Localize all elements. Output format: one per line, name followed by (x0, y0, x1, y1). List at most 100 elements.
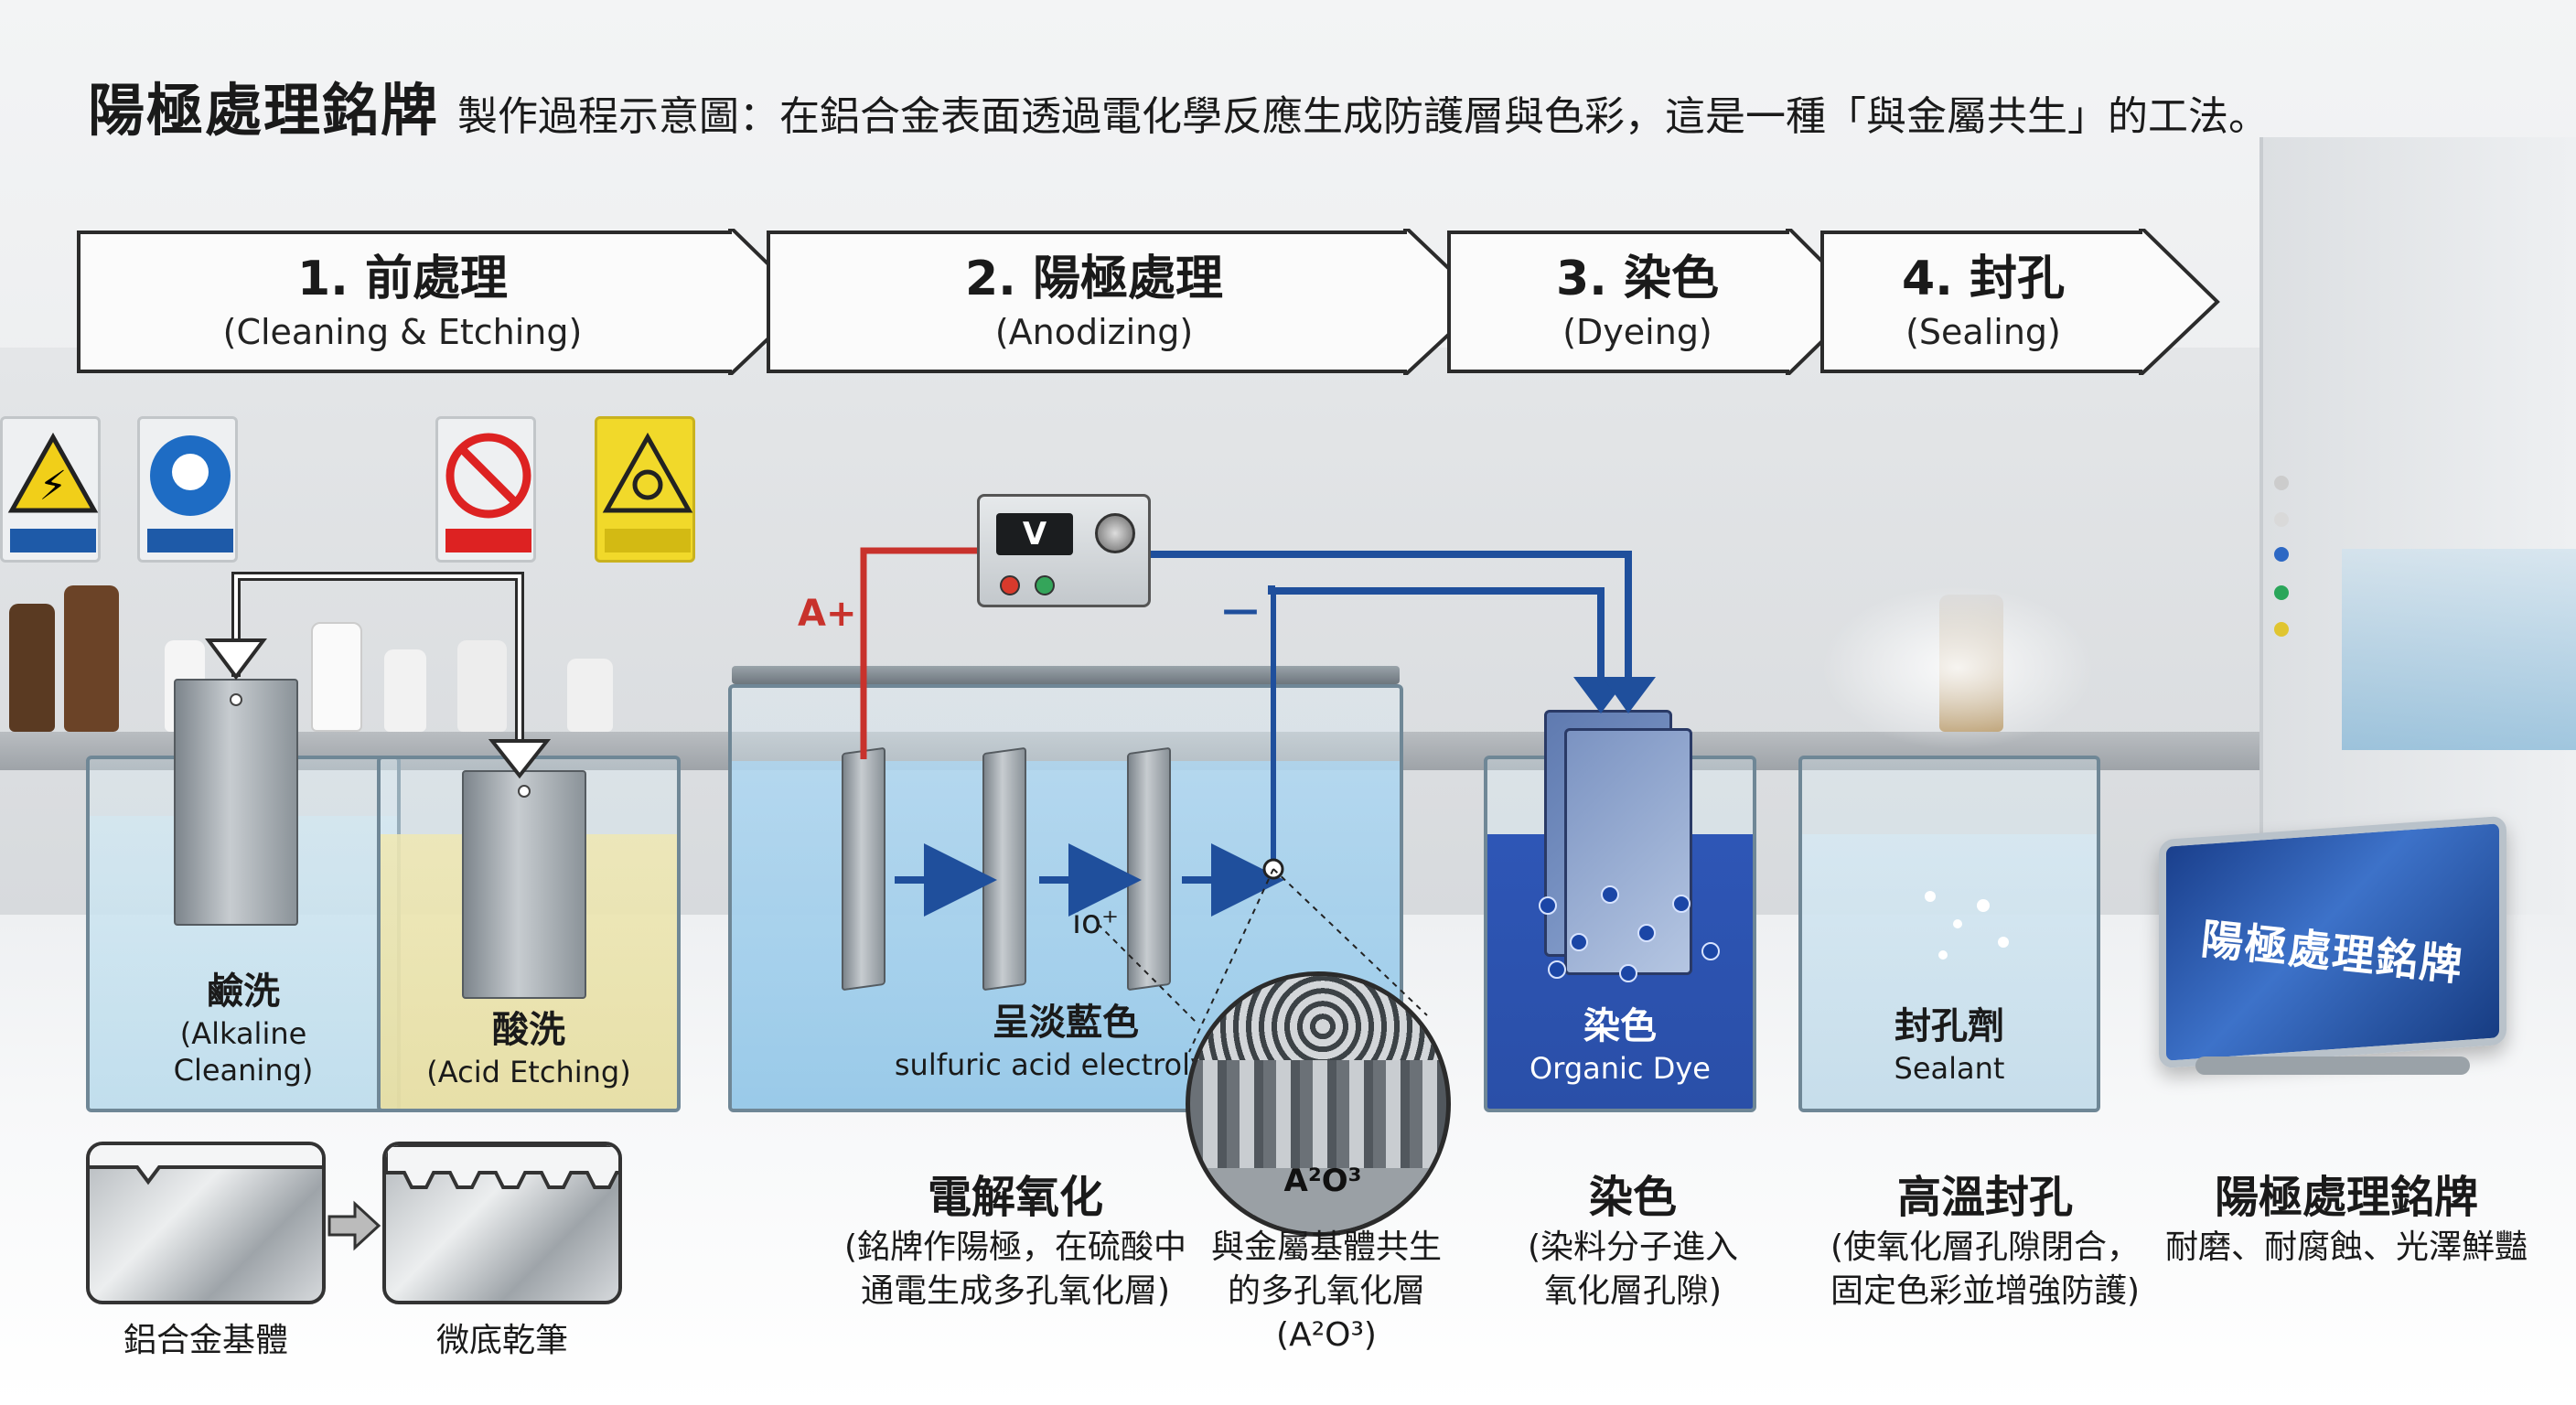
step-subtitle: (Cleaning & Etching) (222, 312, 583, 352)
ppe-sign (137, 416, 238, 563)
sealant-bubble (1977, 899, 1990, 912)
sealant-liquid (1802, 834, 2097, 1109)
fume-hood-cabinet (2259, 137, 2576, 933)
transfer-arrow-head (488, 739, 552, 779)
sample-label: 微底乾筆 (435, 1322, 568, 1359)
caption-line: 氧化層孔隙) (1543, 1272, 1723, 1310)
dye-molecule (1701, 942, 1720, 960)
caption-line: (銘牌作陽極，在硫酸中 (843, 1228, 1187, 1266)
plate-hole (518, 785, 531, 798)
etched-sample (382, 1142, 622, 1304)
caption-line: (染料分子進入 (1527, 1228, 1739, 1266)
step-title: 2. 陽極處理 (964, 252, 1224, 306)
tank-label-zh: 酸洗 (492, 1009, 565, 1051)
reagent-bottle (457, 640, 507, 732)
zoom-guide (1188, 868, 1274, 1053)
reagent-bottle (311, 622, 362, 732)
indicator-light (2274, 512, 2289, 527)
workpiece-plate (462, 770, 586, 999)
reagent-bottle (9, 604, 55, 732)
biohazard-sign (595, 416, 695, 563)
caption-porous-layer: 與金屬基體共生 的多孔氧化層 (A²O³) (1189, 1226, 1464, 1357)
plate-hole (230, 693, 242, 706)
step-subtitle: (Anodizing) (994, 312, 1194, 352)
indicator-light (2274, 585, 2289, 600)
tank-label-en: Cleaning) (173, 1053, 314, 1088)
title-main: 陽極處理銘牌 (88, 77, 440, 144)
reagent-bottle (64, 585, 119, 732)
process-step-arrow (327, 1200, 381, 1251)
step-arrow-sealing: 4. 封孔 (Sealing) (1819, 229, 2221, 375)
nameplate-stand (2195, 1056, 2470, 1075)
anode-label: A+ (798, 593, 857, 635)
fume-hood-window (2342, 549, 2576, 750)
status-led-green (1035, 575, 1055, 595)
workpiece-plate (174, 679, 298, 926)
step-arrow-pretreatment: 1. 前處理 (Cleaning & Etching) (75, 229, 810, 375)
caption-line: 的多孔氧化層 (1227, 1272, 1425, 1310)
sealant-bubble (1953, 919, 1962, 928)
step-arrow-anodizing: 2. 陽極處理 (Anodizing) (765, 229, 1487, 375)
pore-top-view (1190, 976, 1446, 1060)
tank-label-en: Organic Dye (1530, 1051, 1711, 1086)
cathode-label: — (1222, 589, 1259, 631)
transfer-arrow-head (205, 638, 267, 681)
warning-sign-electric: ⚡ (0, 416, 101, 563)
sealant-bubble (1998, 937, 2009, 948)
caption-line: 通電生成多孔氧化層) (860, 1272, 1171, 1310)
tank-lid-bar (732, 666, 1400, 684)
transfer-arrow (231, 572, 524, 759)
metal-substrate (1190, 1168, 1446, 1232)
sealant-bubble (1938, 950, 1948, 960)
indicator-light (2274, 622, 2289, 637)
tank-label-en: (Alkaline (179, 1016, 307, 1051)
zoom-label: A²O³ (1283, 1163, 1362, 1199)
step-title: 4. 封孔 (1901, 252, 2066, 306)
caption-line: (使氧化層孔隙閉合， (1830, 1228, 2141, 1266)
tank-label-zh: 封孔劑 (1894, 1005, 2004, 1047)
dc-power-supply: V (977, 494, 1151, 607)
dye-molecule (1539, 896, 1557, 915)
aluminum-base-sample (86, 1142, 326, 1304)
tank-label-en: sulfuric acid electrolyte (894, 1047, 1238, 1082)
tank-label-zh: 鹼洗 (207, 971, 280, 1013)
caption-title: 高溫封孔 (1896, 1172, 2073, 1223)
caption-sealing: 高溫封孔 (使氧化層孔隙閉合， 固定色彩並增強防護) (1811, 1169, 2159, 1314)
caption-title: 染色 (1588, 1172, 1677, 1223)
status-led-red (1000, 575, 1020, 595)
step-arrow-dyeing: 3. 染色 (Dyeing) (1445, 229, 1866, 375)
indicator-light (2274, 476, 2289, 490)
transfer-arrow (234, 574, 521, 759)
sealant-bubble (1925, 891, 1936, 902)
caption-electrolysis: 電解氧化 (銘牌作陽極，在硫酸中 通電生成多孔氧化層) (823, 1169, 1208, 1314)
anodized-nameplate: 陽極處理銘牌 (2159, 815, 2506, 1075)
caption-title: 陽極處理銘牌 (2214, 1172, 2478, 1223)
caption-line: 耐磨、耐腐蝕、光澤鮮豔 (2164, 1228, 2528, 1266)
tank-label-zh: 呈淡藍色 (993, 1002, 1139, 1044)
step-subtitle: (Sealing) (1905, 312, 2061, 352)
caption-line: 與金屬基體共生 (1210, 1228, 1442, 1266)
reagent-bottle (384, 649, 426, 732)
dye-plate-stack (1564, 728, 1692, 975)
title-subtitle: 製作過程示意圖：在鋁合金表面透過電化學反應生成防護層與色彩，這是一種「與金屬共生… (457, 93, 2270, 140)
prohibition-sign (435, 416, 536, 563)
svg-text:⚡: ⚡ (39, 463, 68, 509)
zoom-guide (1272, 868, 1428, 1016)
caption-title: 電解氧化 (927, 1172, 1103, 1223)
sample-label: 鋁合金基體 (123, 1322, 288, 1359)
dye-molecule (1548, 960, 1566, 979)
cathode-wire (1151, 551, 1632, 695)
tank-label-en: Sealant (1894, 1051, 2005, 1086)
dye-molecule (1619, 964, 1637, 982)
caption-final-nameplate: 陽極處理銘牌 耐磨、耐腐蝕、光澤鮮豔 (2150, 1169, 2543, 1270)
dye-molecule (1672, 895, 1690, 913)
indicator-light (2274, 547, 2289, 562)
voltmeter-display: V (996, 513, 1073, 555)
dye-molecule (1637, 924, 1656, 942)
dye-molecule (1601, 885, 1619, 904)
tank-label-en: (Acid Etching) (426, 1055, 631, 1089)
voltage-knob (1095, 513, 1135, 553)
step-title: 3. 染色 (1555, 252, 1720, 306)
step-title: 1. 前處理 (296, 252, 509, 306)
